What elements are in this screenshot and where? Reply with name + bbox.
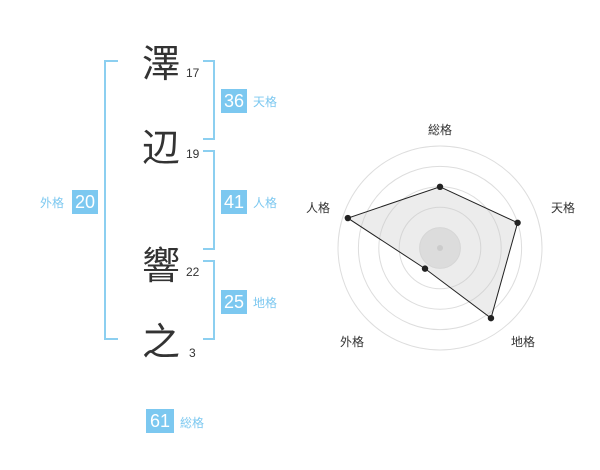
radar-center-dot <box>437 245 443 251</box>
stroke-count-4: 3 <box>189 346 196 360</box>
chikaku-bracket <box>203 260 215 340</box>
stroke-count-3: 22 <box>186 265 200 279</box>
gaikaku-label: 外格 <box>40 196 65 210</box>
name-char-2: 辺 <box>142 126 181 170</box>
tenkaku-value: 36 <box>221 89 247 113</box>
name-char-3: 響 <box>142 244 181 288</box>
name-char-4: 之 <box>142 320 181 364</box>
soukaku-label: 総格 <box>180 416 205 430</box>
chikaku-label: 地格 <box>253 296 278 310</box>
tenkaku-label: 天格 <box>253 95 278 109</box>
radar-axis-label-tenkaku: 天格 <box>551 201 576 215</box>
radar-axis-label-jinkaku: 人格 <box>306 201 331 215</box>
radar-axis-label-gaikaku: 外格 <box>340 335 365 349</box>
gaikaku-value: 20 <box>72 190 98 214</box>
jinkaku-label: 人格 <box>253 196 278 210</box>
radar-value-polygon <box>346 186 519 319</box>
soukaku-value: 61 <box>146 409 174 433</box>
name-char-1: 澤 <box>142 42 181 86</box>
tenkaku-bracket <box>203 60 215 140</box>
chikaku-value: 25 <box>221 290 247 314</box>
radar-point-5 <box>344 214 352 222</box>
radar-axis-label-soukaku: 総格 <box>428 123 453 137</box>
stroke-count-2: 19 <box>186 147 200 161</box>
jinkaku-bracket <box>203 150 215 250</box>
radar-point-4 <box>421 265 429 272</box>
stroke-count-1: 17 <box>186 66 200 80</box>
radar-axis-label-chikaku: 地格 <box>511 335 536 349</box>
radar-point-1 <box>436 183 444 190</box>
gaikaku-bracket <box>104 60 118 340</box>
radar-point-2 <box>514 219 521 226</box>
jinkaku-value: 41 <box>221 190 247 214</box>
radar-point-3 <box>487 314 495 322</box>
